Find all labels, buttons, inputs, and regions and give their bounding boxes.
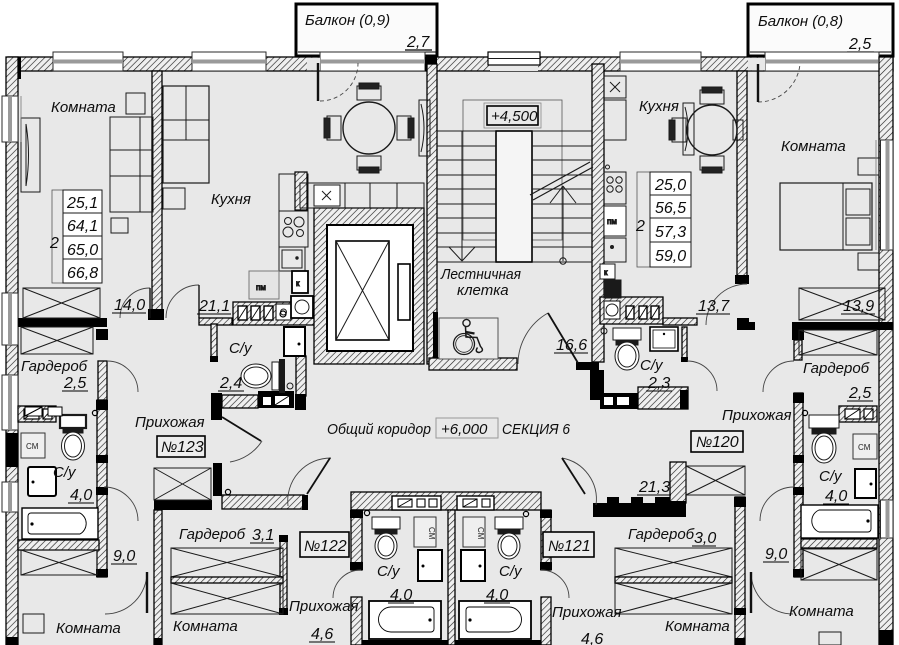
svg-text:Кухня: Кухня	[211, 191, 251, 208]
svg-text:66,8: 66,8	[67, 265, 98, 282]
svg-text:4,0: 4,0	[825, 488, 847, 505]
svg-text:120: 120	[712, 434, 739, 451]
svg-text:Комната: Комната	[781, 138, 846, 155]
svg-text:64,1: 64,1	[67, 218, 98, 235]
svg-text:№: №	[161, 439, 177, 456]
svg-text:25,1: 25,1	[66, 195, 98, 212]
svg-text:Прихожая: Прихожая	[552, 604, 622, 621]
svg-text:Лестничная: Лестничная	[440, 266, 521, 283]
svg-text:123: 123	[177, 439, 204, 456]
svg-text:+4,500: +4,500	[491, 108, 538, 125]
svg-text:Гардероб: Гардероб	[179, 526, 246, 543]
svg-text:СМ: СМ	[26, 442, 39, 451]
svg-text:56,5: 56,5	[655, 200, 686, 217]
svg-text:2,4: 2,4	[219, 375, 242, 392]
svg-text:4,6: 4,6	[311, 626, 333, 643]
svg-text:С/у: С/у	[229, 340, 253, 357]
svg-text:С/у: С/у	[819, 468, 843, 485]
svg-text:122: 122	[320, 538, 347, 555]
svg-text:Балкон (0,8): Балкон (0,8)	[758, 13, 843, 30]
svg-text:С/у: С/у	[640, 357, 664, 374]
svg-text:С/у: С/у	[377, 563, 401, 580]
svg-text:14,0: 14,0	[114, 297, 145, 314]
svg-text:Гардероб: Гардероб	[803, 360, 870, 377]
svg-text:Комната: Комната	[51, 99, 116, 116]
svg-text:25,0: 25,0	[654, 177, 686, 194]
svg-text:Кухня: Кухня	[639, 98, 679, 115]
svg-text:+6,000: +6,000	[441, 421, 488, 438]
svg-text:4,0: 4,0	[390, 587, 412, 604]
svg-text:№: №	[696, 434, 712, 451]
svg-text:2,3: 2,3	[647, 375, 670, 392]
svg-text:Общий коридор: Общий коридор	[327, 421, 431, 438]
svg-text:Гардероб: Гардероб	[628, 526, 695, 543]
svg-text:к: к	[296, 279, 300, 288]
svg-text:4,0: 4,0	[70, 487, 92, 504]
svg-text:СМ: СМ	[476, 527, 485, 540]
svg-text:2,7: 2,7	[406, 34, 430, 51]
svg-text:Гардероб: Гардероб	[21, 358, 88, 375]
svg-text:3,1: 3,1	[252, 527, 274, 544]
svg-text:Балкон (0,9): Балкон (0,9)	[305, 12, 390, 29]
svg-text:Комната: Комната	[789, 603, 854, 620]
svg-text:2: 2	[49, 235, 59, 252]
svg-text:Комната: Комната	[173, 618, 238, 635]
svg-text:Комната: Комната	[56, 620, 121, 637]
svg-text:С/у: С/у	[499, 563, 523, 580]
svg-text:2,5: 2,5	[848, 385, 871, 402]
svg-text:2,5: 2,5	[848, 36, 871, 53]
svg-text:к: к	[604, 268, 608, 277]
svg-text:21,1: 21,1	[198, 298, 230, 315]
svg-text:2,5: 2,5	[63, 375, 86, 392]
svg-text:57,3: 57,3	[655, 224, 686, 241]
svg-text:4,0: 4,0	[486, 587, 508, 604]
svg-text:9,0: 9,0	[113, 548, 135, 565]
svg-text:СМ: СМ	[427, 527, 436, 540]
svg-text:16,6: 16,6	[556, 337, 587, 354]
svg-text:№: №	[304, 538, 320, 555]
svg-text:Прихожая: Прихожая	[289, 598, 359, 615]
svg-text:13,9: 13,9	[843, 298, 874, 315]
svg-text:Комната: Комната	[665, 618, 730, 635]
svg-text:9,0: 9,0	[765, 546, 787, 563]
svg-text:клетка: клетка	[457, 282, 509, 299]
svg-text:65,0: 65,0	[67, 242, 98, 259]
svg-text:13,7: 13,7	[698, 298, 730, 315]
svg-text:2: 2	[635, 218, 645, 235]
svg-text:21,3: 21,3	[638, 479, 670, 496]
svg-text:59,0: 59,0	[655, 248, 686, 265]
svg-text:№: №	[548, 538, 564, 555]
svg-text:СМ: СМ	[858, 443, 871, 452]
svg-text:3,0: 3,0	[694, 530, 716, 547]
svg-text:пм: пм	[256, 283, 266, 292]
svg-text:С/у: С/у	[53, 464, 77, 481]
svg-text:СЕКЦИЯ 6: СЕКЦИЯ 6	[502, 421, 571, 438]
svg-text:пм: пм	[607, 217, 617, 226]
svg-text:4,6: 4,6	[581, 631, 603, 645]
svg-text:Прихожая: Прихожая	[135, 414, 205, 431]
svg-text:121: 121	[564, 538, 591, 555]
svg-text:Прихожая: Прихожая	[722, 407, 792, 424]
